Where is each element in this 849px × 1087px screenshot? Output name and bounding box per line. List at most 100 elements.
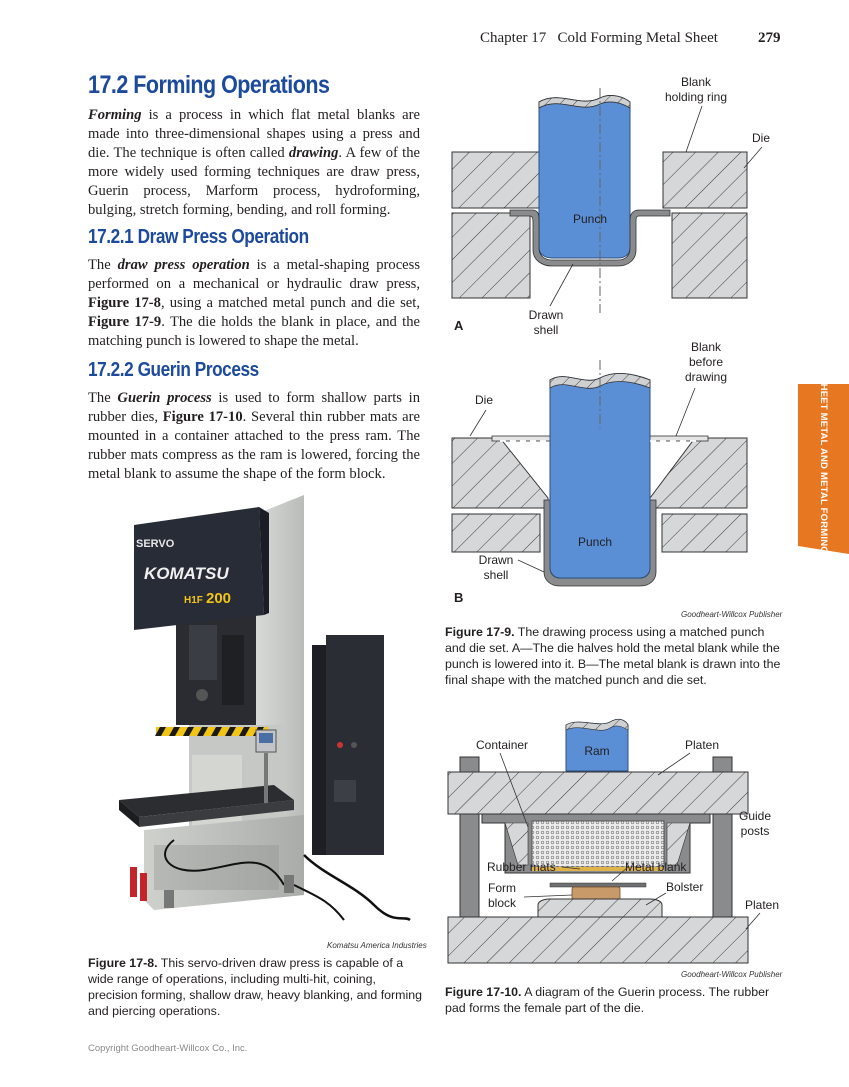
leader-platen-bottom xyxy=(745,912,761,930)
fig9-label: Figure 17-9. xyxy=(445,625,515,639)
leader-metal-blank xyxy=(611,866,629,882)
figure-ref-17-10[interactable]: Figure 17-10 xyxy=(162,409,243,425)
label-platen-bottom: Platen xyxy=(745,898,779,912)
text-run: , using a matched metal punch and die se… xyxy=(160,295,420,311)
term-forming: Forming xyxy=(88,107,142,123)
draw-press-paragraph: The draw press operation is a metal-shap… xyxy=(88,256,420,351)
subsection-number: 17.2.1 xyxy=(88,226,134,248)
label-guide-posts-1: Guide xyxy=(739,809,771,823)
term-drawing: drawing xyxy=(288,145,339,161)
term-draw-press-operation: draw press operation xyxy=(117,257,250,273)
figure-ref-17-8[interactable]: Figure 17-8 xyxy=(88,295,161,311)
text-run: . A few of the more widely used forming … xyxy=(88,145,420,218)
subsection-title: Guerin Process xyxy=(137,359,260,381)
metal-blank xyxy=(549,882,647,888)
label-container: Container xyxy=(476,738,528,752)
copyright-footer: Copyright Goodheart-Willcox Co., Inc. xyxy=(88,1043,248,1054)
sidebar-tab xyxy=(798,384,849,546)
label-metal-blank: Metal blank xyxy=(625,860,687,874)
label-drawn-shell-b-1: Drawn xyxy=(479,553,514,567)
label-die-b: Die xyxy=(475,393,493,407)
fig10-text: A diagram of the Guerin process. The rub… xyxy=(445,985,770,1015)
label-die-a: Die xyxy=(752,131,770,145)
guerin-paragraph: The Guerin process is used to form shall… xyxy=(88,389,420,484)
section-title: Forming Operations xyxy=(133,71,330,99)
term-guerin-process: Guerin process xyxy=(117,390,212,406)
leader-drawn-shell-b xyxy=(517,559,545,573)
label-guide-posts-2: posts xyxy=(741,824,770,838)
leader-blank-before xyxy=(675,387,696,437)
panel-a-label: A xyxy=(454,318,464,333)
bolster-plate xyxy=(119,785,294,817)
fig8-caption: Figure 17-8. This servo-driven draw pres… xyxy=(88,955,424,1019)
fig8-credit: Komatsu America Industries xyxy=(327,941,427,950)
press-brand-logo: KOMATSU xyxy=(144,564,229,583)
leader-holding-ring xyxy=(685,105,703,153)
draw-press-photo: SERVO KOMATSU H1F 200 xyxy=(119,495,411,922)
punch-a xyxy=(538,95,631,259)
fig10-label: Figure 17-10. xyxy=(445,985,522,999)
leader-die-b xyxy=(469,409,487,437)
bolster xyxy=(537,898,663,918)
text-run: The xyxy=(88,257,118,273)
rubber-mats xyxy=(531,820,665,868)
label-form-block-1: Form xyxy=(488,881,516,895)
press-model-number: 200 xyxy=(206,590,231,607)
subsection-heading-guerin: 17.2.2 Guerin Process xyxy=(88,359,259,382)
leader-platen-top xyxy=(657,752,691,776)
label-drawn-shell-b-2: shell xyxy=(484,568,509,582)
section-paragraph: Forming is a process in which flat metal… xyxy=(88,106,420,220)
leader-form-block xyxy=(523,894,573,898)
press-base xyxy=(144,815,304,910)
lower-die-right-b xyxy=(661,513,748,553)
fig8-label: Figure 17-8. xyxy=(88,956,158,970)
label-bolster: Bolster xyxy=(666,880,703,894)
text-run: The xyxy=(88,390,118,406)
die-left-b xyxy=(451,437,549,509)
fig8-text: This servo-driven draw press is capable … xyxy=(88,956,423,1018)
sidebar-tab-label: SHEET METAL AND METAL FORMING xyxy=(798,377,849,554)
holding-ring-right-a xyxy=(662,151,748,209)
fig9-credit: Goodheart-Willcox Publisher xyxy=(681,610,783,619)
press-crown xyxy=(134,507,264,630)
running-header-chapter: Chapter 17 Cold Forming Metal Sheet xyxy=(480,30,718,46)
panel-b-label: B xyxy=(454,590,463,605)
platen-top xyxy=(447,771,749,815)
leader-drawn-shell-a xyxy=(549,263,574,307)
subsection-title: Draw Press Operation xyxy=(137,226,310,248)
leader-rubber-mats xyxy=(561,866,581,870)
label-blank-holding-ring-2: holding ring xyxy=(665,90,727,104)
label-blank-before-3: drawing xyxy=(685,370,727,384)
section-number: 17.2 xyxy=(88,71,128,99)
platen-bottom xyxy=(447,916,749,964)
foot-valve-right xyxy=(140,873,147,901)
label-blank-before-2: before xyxy=(689,355,723,369)
figure-17-9-diagram: Blank holding ring Die Punch Drawn shell… xyxy=(451,75,770,605)
fig9-text: The drawing process using a matched punc… xyxy=(445,625,781,687)
fig10-caption: Figure 17-10. A diagram of the Guerin pr… xyxy=(445,984,785,1016)
sidebar-tab-text: SHEET METAL AND METAL FORMING xyxy=(818,376,830,554)
text-run: . Several thin rubber mats are mounted i… xyxy=(88,409,420,482)
fig10-credit: Goodheart-Willcox Publisher xyxy=(681,970,783,979)
foot-valve-left xyxy=(130,867,137,897)
label-blank-holding-ring-1: Blank xyxy=(681,75,712,89)
sidebar-tab-tail xyxy=(798,546,849,554)
leader-container xyxy=(499,752,529,828)
press-model-prefix: H1F xyxy=(184,595,203,606)
lower-die-left-b xyxy=(451,513,541,553)
figure-17-10-diagram: Container Ram Platen Guide posts Rubber … xyxy=(447,718,779,964)
subsection-heading-draw-press: 17.2.1 Draw Press Operation xyxy=(88,226,309,249)
figure-ref-17-9[interactable]: Figure 17-9 xyxy=(88,314,162,330)
die-right-a xyxy=(671,212,748,299)
label-punch-b: Punch xyxy=(578,535,612,549)
text-run: is a metal-shaping process performed on … xyxy=(88,257,421,292)
text-run: is a process in which flat metal blanks … xyxy=(88,107,420,161)
rubber-mat-strip xyxy=(532,867,664,871)
fig9-caption: Figure 17-9. The drawing process using a… xyxy=(445,624,785,688)
holding-ring-left-a xyxy=(451,151,540,209)
label-drawn-shell-a-1: Drawn xyxy=(529,308,564,322)
label-drawn-shell-a-2: shell xyxy=(534,323,559,337)
page-number: 279 xyxy=(758,30,781,46)
label-punch-a: Punch xyxy=(573,212,607,226)
hazard-stripe xyxy=(156,727,268,736)
